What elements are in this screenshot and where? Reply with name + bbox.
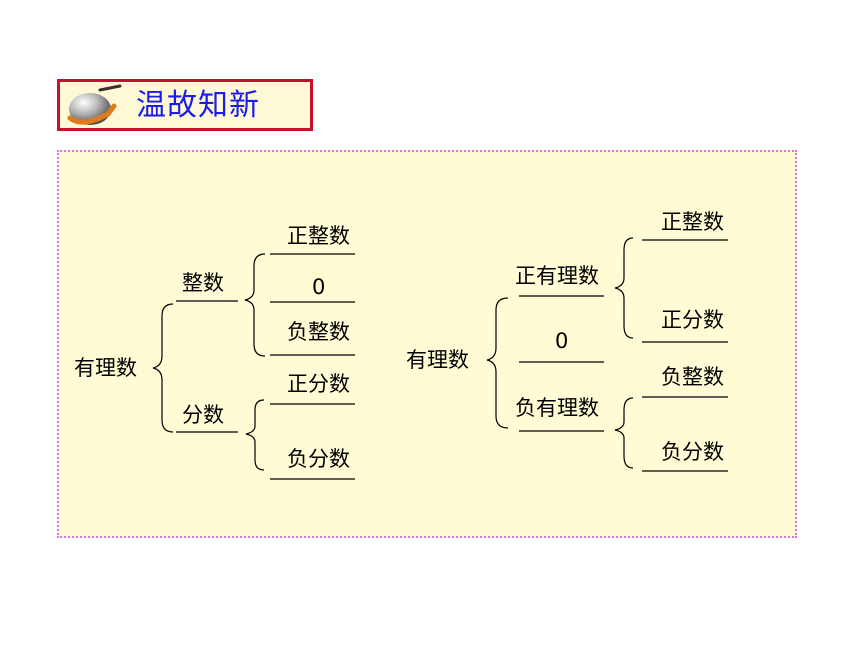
title-box: 温故知新 [57, 79, 313, 131]
brace-right-root [486, 297, 509, 429]
brace-left-integer [244, 253, 266, 357]
content-panel [57, 150, 797, 538]
left-root-label: 有理数 [74, 356, 137, 380]
right-neg-fraction-label: 负分数 [661, 440, 724, 464]
title-text: 温故知新 [136, 88, 260, 123]
globe-pen-icon [67, 84, 122, 125]
right-root-label: 有理数 [406, 348, 469, 372]
brace-left-root [152, 303, 174, 433]
left-integer-label: 整数 [182, 271, 224, 295]
right-zero-label: 0 [555, 329, 569, 353]
right-pos-fraction-label: 正分数 [661, 308, 724, 332]
right-negative-label: 负有理数 [515, 396, 599, 420]
right-positive-label: 正有理数 [515, 264, 599, 288]
brace-right-positive [614, 237, 634, 339]
left-neg-integer-label: 负整数 [287, 320, 350, 344]
left-fraction-label: 分数 [182, 403, 224, 427]
brace-right-negative [614, 397, 634, 469]
right-pos-integer-label: 正整数 [661, 210, 724, 234]
right-neg-integer-label: 负整数 [661, 365, 724, 389]
left-pos-integer-label: 正整数 [287, 224, 350, 248]
left-zero-label: 0 [312, 275, 326, 299]
left-pos-fraction-label: 正分数 [287, 372, 350, 396]
brace-left-fraction [245, 399, 265, 471]
left-neg-fraction-label: 负分数 [287, 447, 350, 471]
